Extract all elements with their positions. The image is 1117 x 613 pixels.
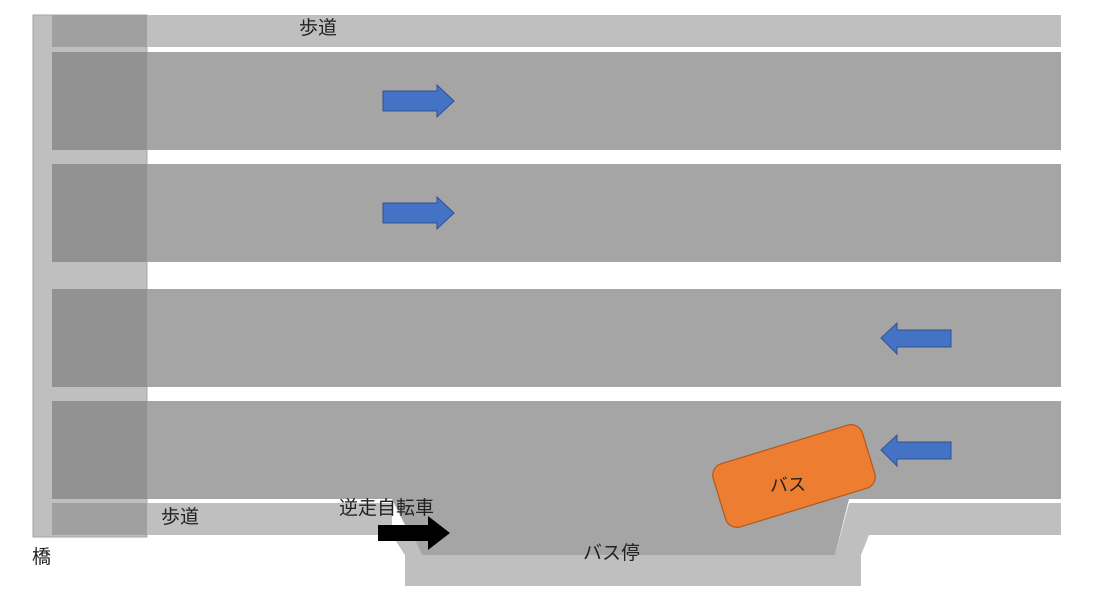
bridge-lane-3 xyxy=(52,289,147,387)
sidewalk-top-label: 歩道 xyxy=(299,17,338,39)
lane-2 xyxy=(147,164,1061,262)
bridge-sidewalk-top xyxy=(52,15,147,47)
bus-stop-label: バス停 xyxy=(583,542,641,564)
sidewalk-bottom-left xyxy=(147,503,392,535)
wrong-way-bicycle-label: 逆走自転車 xyxy=(339,497,435,519)
bridge-label: 橋 xyxy=(32,546,52,568)
bridge-lane-1 xyxy=(52,52,147,150)
sidewalk-bottom-right xyxy=(849,503,1061,535)
lane-1 xyxy=(147,52,1061,150)
arrow-right-icon xyxy=(382,195,455,231)
sidewalk-bottom-label: 歩道 xyxy=(161,506,200,528)
bridge-lane-4 xyxy=(52,401,147,499)
arrow-right-icon xyxy=(382,83,455,119)
sidewalk-top xyxy=(147,15,1061,47)
bus-shape xyxy=(712,424,876,528)
arrow-left-icon xyxy=(880,433,952,468)
bridge-sidewalk-bottom xyxy=(52,503,147,535)
bridge-lane-2 xyxy=(52,164,147,262)
bus-label: バス xyxy=(769,474,807,497)
bus-bay-ramp-right xyxy=(835,503,869,555)
bus-stop-platform xyxy=(405,555,861,586)
arrow-left-icon xyxy=(880,321,952,356)
bicycle-arrow-icon xyxy=(378,516,450,550)
